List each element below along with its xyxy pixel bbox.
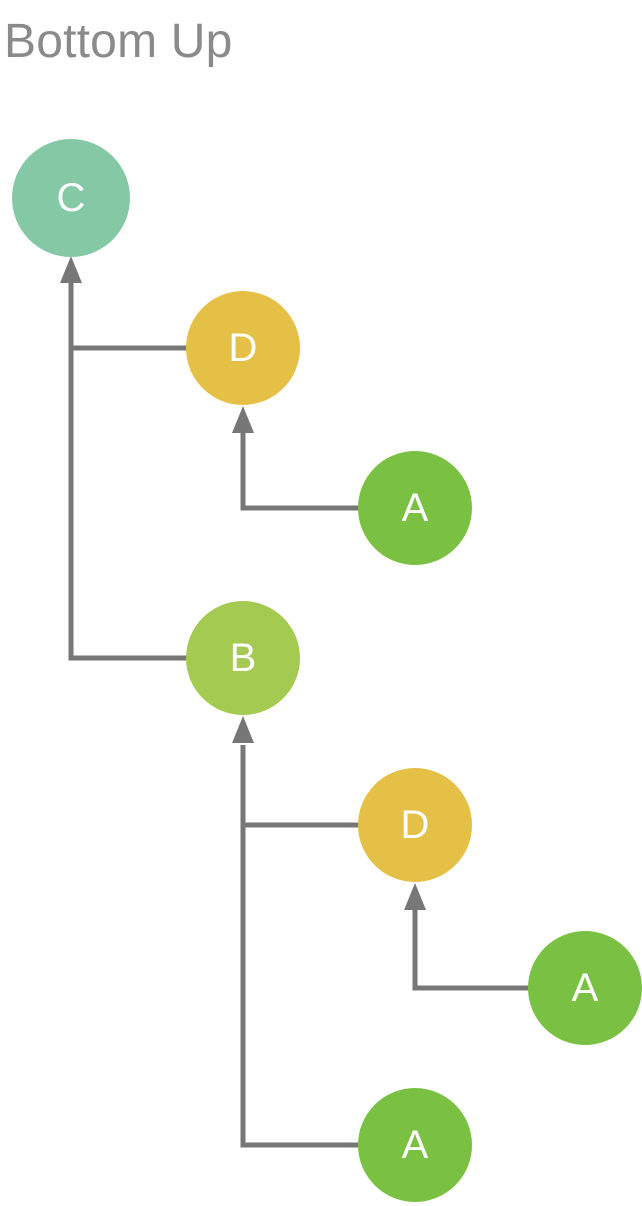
- arrowhead-into-d1: [232, 406, 254, 433]
- arrowhead-into-b: [232, 716, 254, 743]
- node-d-upper-label: D: [228, 326, 258, 370]
- node-a-upper-label: A: [401, 486, 429, 530]
- page-title: Bottom Up: [4, 15, 233, 68]
- node-c-label: C: [56, 176, 86, 220]
- edge-a3-b: [240, 745, 415, 1148]
- node-a-bottom[interactable]: A: [358, 1088, 472, 1202]
- edge-a1-d1: [240, 430, 415, 511]
- node-b[interactable]: B: [186, 601, 300, 715]
- node-c[interactable]: C: [12, 139, 130, 257]
- node-d-lower-label: D: [400, 803, 430, 847]
- node-d-lower[interactable]: D: [358, 768, 472, 882]
- node-a-upper[interactable]: A: [358, 451, 472, 565]
- node-b-label: B: [229, 636, 257, 680]
- arrowhead-into-d2: [404, 883, 426, 910]
- node-a-right[interactable]: A: [528, 931, 642, 1045]
- node-a-right-label: A: [571, 966, 599, 1010]
- node-a-bottom-label: A: [401, 1123, 429, 1167]
- node-d-upper[interactable]: D: [186, 291, 300, 405]
- arrowhead-into-c: [60, 256, 82, 283]
- edge-b-c: [68, 270, 243, 661]
